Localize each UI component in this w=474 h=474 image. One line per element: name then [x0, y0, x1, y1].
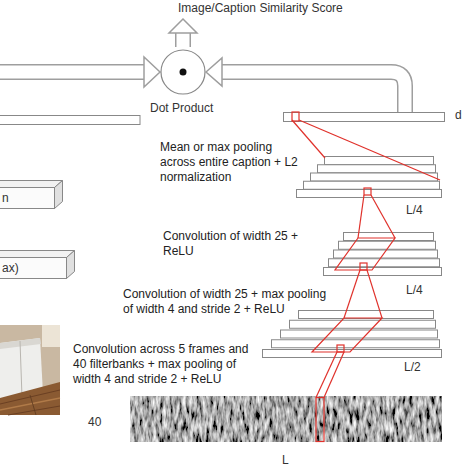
diagram-title: Image/Caption Similarity Score [178, 2, 343, 14]
leader-line [299, 120, 440, 180]
node-label: L/4 [406, 284, 423, 296]
leader-line [324, 352, 344, 398]
box-side-face [55, 181, 63, 209]
circle-outline [161, 50, 205, 94]
feature-bar [339, 241, 436, 249]
leader-line [292, 120, 325, 158]
box-side-face [67, 251, 75, 279]
feature-bar [263, 350, 442, 358]
arrow-head [206, 58, 222, 86]
stack-outline [296, 156, 442, 198]
spec-outline [130, 396, 442, 442]
feature-bar [272, 340, 440, 348]
feature-bar [290, 320, 436, 328]
embedding-bar: d [283, 112, 445, 122]
arrow-shaft-fill [221, 72, 405, 112]
hollow-arrow-connector [206, 58, 405, 112]
feature-bar [304, 181, 440, 189]
node-label: 40 [88, 416, 101, 428]
feature-bar [299, 311, 434, 319]
input-photo [0, 325, 60, 415]
node-label: L [282, 454, 289, 466]
feature-bar [318, 165, 436, 173]
node-label: Dot Product [150, 102, 213, 114]
feature-bar [329, 259, 440, 267]
layer-description: Convolution of width 25 + ReLU [163, 229, 303, 259]
node-label: n [2, 192, 9, 204]
node-label: ax) [2, 262, 19, 274]
box-top-face [0, 251, 75, 258]
layer-description: Convolution across 5 frames and 40 filte… [73, 342, 258, 387]
box3d-outline [0, 180, 64, 210]
feature-bar [311, 173, 438, 181]
feature-bar [334, 250, 438, 258]
feature-map-stack: L/4 [296, 156, 442, 198]
feature-bar [324, 268, 442, 276]
node-label: L/4 [406, 204, 423, 216]
circle-outline [160, 49, 206, 95]
box-front-face [0, 258, 67, 279]
arrow-shaft-outline [221, 72, 405, 112]
leader-line [371, 195, 395, 238]
spectrogram: 40L [130, 396, 442, 442]
spectrogram-base [130, 396, 442, 442]
feature-bar [297, 190, 442, 198]
center-dot [180, 69, 187, 76]
box-front-face [0, 188, 55, 209]
layer-description: Convolution of width 25 + max pooling of… [123, 287, 335, 317]
feature-bar [325, 157, 434, 165]
hollow-arrow-up [169, 19, 197, 48]
spectrogram-texture [130, 396, 442, 442]
feature-bar [281, 330, 438, 338]
feature-map-stack: L/2 [262, 310, 442, 358]
node-label: L/2 [404, 361, 421, 373]
stack-outline [262, 310, 442, 358]
box-top-face [0, 181, 63, 188]
hollow-arrow-left [0, 57, 160, 87]
feature-bar [344, 233, 434, 241]
layer-description: Mean or max pooling across entire captio… [160, 140, 310, 185]
image-layer-box: ax) [0, 250, 76, 280]
node-label: d [455, 109, 462, 121]
dot-product-circle: Dot Product [160, 49, 206, 95]
leader-line [358, 195, 364, 238]
image-layer-box: n [0, 180, 64, 210]
image-embedding-bar [0, 116, 140, 125]
